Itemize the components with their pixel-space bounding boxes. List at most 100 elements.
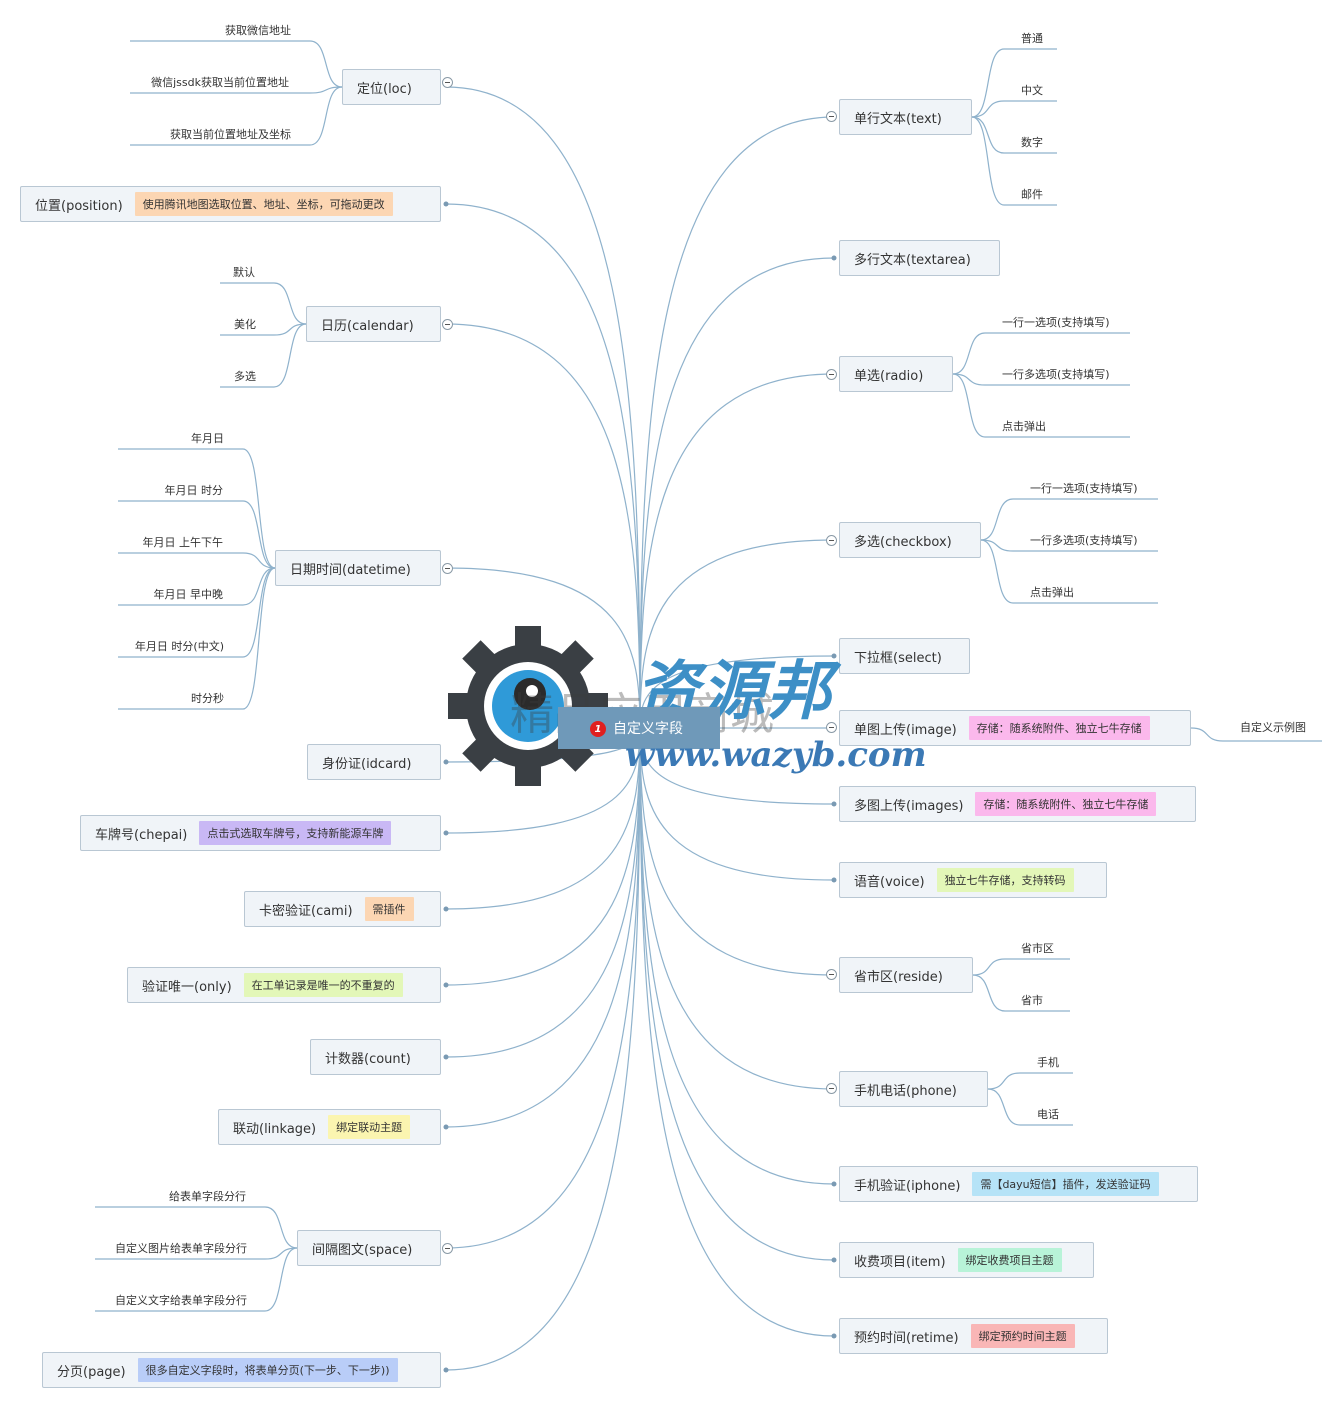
branch-link <box>639 727 835 1337</box>
leaf-link <box>971 116 1057 154</box>
node-text[interactable]: 单行文本(text) <box>839 99 972 135</box>
node-images[interactable]: 多图上传(images)存储：随系统附件、独立七牛存储 <box>839 786 1196 822</box>
node-calendar[interactable]: 日历(calendar) <box>306 306 441 342</box>
leaf-link <box>220 323 307 336</box>
leaf-link <box>980 539 1158 552</box>
leaf-link <box>118 448 276 569</box>
leaf-item: 省市 <box>1021 994 1043 1007</box>
leaf-link <box>118 567 276 658</box>
branch-link <box>445 727 641 1371</box>
node-cami[interactable]: 卡密验证(cami)需插件 <box>244 891 441 927</box>
leaf-link <box>971 116 1057 206</box>
node-tag: 点击式选取车牌号，支持新能源车牌 <box>199 821 392 845</box>
node-image[interactable]: 单图上传(image)存储：随系统附件、独立七牛存储 <box>839 710 1191 746</box>
node-label: 验证唯一(only) <box>142 979 232 995</box>
leaf-item: 年月日 早中晚 <box>153 588 224 601</box>
node-label: 多行文本(textarea) <box>854 252 971 268</box>
node-count[interactable]: 计数器(count) <box>310 1039 441 1075</box>
leaf-link <box>972 974 1070 1012</box>
node-space[interactable]: 间隔图文(space) <box>297 1230 441 1266</box>
connector-dot <box>443 1124 449 1130</box>
node-chepai[interactable]: 车牌号(chepai) 点击式选取车牌号，支持新能源车牌 <box>80 815 441 851</box>
leaf-item: 自定义示例图 <box>1240 721 1306 734</box>
node-textarea[interactable]: 多行文本(textarea) <box>839 240 1000 276</box>
node-retime[interactable]: 预约时间(retime)绑定预约时间主题 <box>839 1318 1108 1354</box>
node-label: 计数器(count) <box>325 1051 411 1067</box>
node-idcard[interactable]: 身份证(idcard) <box>307 744 441 780</box>
node-label: 单选(radio) <box>854 368 924 384</box>
node-voice[interactable]: 语音(voice)独立七牛存储，支持转码 <box>839 862 1107 898</box>
collapse-toggle-space[interactable] <box>442 1243 453 1254</box>
leaf-link <box>980 539 1158 604</box>
node-tag: 存储：随系统附件、独立七牛存储 <box>975 792 1157 816</box>
leaf-link <box>130 86 343 146</box>
collapse-toggle-image[interactable] <box>826 722 837 733</box>
leaf-item: 获取微信地址 <box>225 24 291 37</box>
central-topic-label: 自定义字段 <box>613 721 683 737</box>
collapse-toggle-phone[interactable] <box>826 1083 837 1094</box>
connector-dot <box>831 801 837 807</box>
branch-link <box>639 373 835 729</box>
node-position[interactable]: 位置(position)使用腾讯地图选取位置、地址、坐标，可拖动更改 <box>20 186 441 222</box>
node-tag: 需插件 <box>364 897 414 921</box>
leaf-link <box>130 40 343 88</box>
leaf-item: 微信jssdk获取当前位置地址 <box>151 76 289 89</box>
node-label: 语音(voice) <box>854 874 925 890</box>
node-datetime[interactable]: 日期时间(datetime) <box>275 550 441 586</box>
collapse-toggle-text[interactable] <box>826 111 837 122</box>
central-topic[interactable]: 自定义字段 <box>558 707 720 749</box>
node-page[interactable]: 分页(page) 很多自定义字段时，将表单分页(下一步、下一步)) <box>42 1352 441 1388</box>
node-linkage[interactable]: 联动(linkage)绑定联动主题 <box>218 1109 441 1145</box>
leaf-link <box>952 373 1130 438</box>
node-only[interactable]: 验证唯一(only) 在工单记录是唯一的不重复的 <box>127 967 441 1003</box>
node-label: 单行文本(text) <box>854 111 942 127</box>
leaf-item: 一行多选项(支持填写) <box>1002 368 1110 381</box>
node-select[interactable]: 下拉框(select) <box>839 638 970 674</box>
leaf-item: 自定义文字给表单字段分行 <box>115 1294 247 1307</box>
node-tag: 绑定预约时间主题 <box>970 1324 1075 1348</box>
node-label: 日期时间(datetime) <box>290 562 411 578</box>
leaf-link <box>980 498 1158 541</box>
node-label: 手机电话(phone) <box>854 1083 957 1099</box>
connector-dot <box>831 1333 837 1339</box>
node-item[interactable]: 收费项目(item)绑定收费项目主题 <box>839 1242 1094 1278</box>
leaf-link <box>987 1072 1073 1090</box>
collapse-toggle-loc[interactable] <box>442 77 453 88</box>
leaf-link <box>952 373 1130 386</box>
branch-link <box>639 727 835 1090</box>
node-radio[interactable]: 单选(radio) <box>839 356 953 392</box>
collapse-toggle-reside[interactable] <box>826 969 837 980</box>
leaf-item: 默认 <box>233 266 255 279</box>
collapse-toggle-checkbox[interactable] <box>826 535 837 546</box>
branch-link <box>639 539 835 729</box>
node-label: 手机验证(iphone) <box>854 1178 961 1194</box>
branch-link <box>445 727 641 1249</box>
collapse-toggle-radio[interactable] <box>826 369 837 380</box>
node-iphone[interactable]: 手机验证(iphone)需【dayu短信】插件，发送验证码 <box>839 1166 1198 1202</box>
collapse-toggle-calendar[interactable] <box>442 319 453 330</box>
leaf-item: 一行多选项(支持填写) <box>1030 534 1138 547</box>
node-loc[interactable]: 定位(loc) <box>342 69 441 105</box>
leaf-item: 多选 <box>234 370 256 383</box>
leaf-link <box>118 567 276 710</box>
leaf-item: 点击弹出 <box>1002 420 1046 433</box>
node-phone[interactable]: 手机电话(phone) <box>839 1071 988 1107</box>
leaf-link <box>971 100 1057 118</box>
branch-link <box>445 567 641 729</box>
leaf-link <box>1190 727 1322 742</box>
node-tag: 使用腾讯地图选取位置、地址、坐标，可拖动更改 <box>134 192 393 216</box>
branch-link <box>639 727 835 1261</box>
branch-link <box>639 116 835 729</box>
node-reside[interactable]: 省市区(reside) <box>839 957 973 993</box>
node-tag: 在工单记录是唯一的不重复的 <box>243 973 403 997</box>
node-label: 车牌号(chepai) <box>95 827 188 843</box>
node-checkbox[interactable]: 多选(checkbox) <box>839 522 981 558</box>
collapse-toggle-datetime[interactable] <box>442 563 453 574</box>
leaf-item: 电话 <box>1037 1108 1059 1121</box>
branch-link <box>639 727 835 881</box>
node-tag: 很多自定义字段时，将表单分页(下一步、下一步)) <box>137 1358 398 1382</box>
leaf-item: 一行一选项(支持填写) <box>1030 482 1138 495</box>
connector-dot <box>831 653 837 659</box>
node-label: 分页(page) <box>57 1364 126 1380</box>
